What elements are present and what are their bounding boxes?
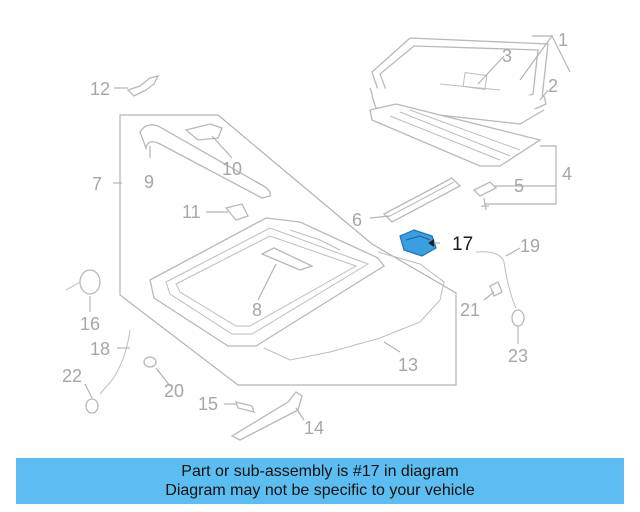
- motor-part-highlighted: [399, 229, 437, 257]
- deflector-part: [139, 124, 271, 199]
- seal-frame-part: [369, 87, 547, 125]
- group-7-boundary: [119, 114, 457, 386]
- callout-8: 8: [252, 300, 262, 320]
- grommet-part: [143, 356, 157, 368]
- callout-12: 12: [90, 79, 110, 99]
- hose-18-part: [99, 329, 131, 395]
- callout-20: 20: [164, 381, 184, 401]
- callout-2: 2: [548, 76, 558, 96]
- deflector-arm-part: [184, 123, 223, 141]
- callout-11: 11: [182, 202, 201, 222]
- bracket-5-part: [472, 181, 498, 197]
- harness-part: [230, 391, 303, 441]
- callout-6: 6: [352, 210, 362, 230]
- leader-lines: [84, 35, 571, 421]
- callout-1: 1: [558, 30, 568, 50]
- parts-diagram: 1 3 2 12 10 4 7 9 5 11 6 17 19 8 21 16 1…: [62, 30, 572, 441]
- bracket-11-part: [224, 203, 249, 221]
- bracket-12-part: [126, 75, 160, 97]
- callout-15: 15: [198, 394, 218, 414]
- cable-13-part: [263, 251, 445, 361]
- callout-19: 19: [520, 236, 540, 256]
- callout-7: 7: [92, 174, 102, 194]
- drain-hose-part: [475, 251, 517, 309]
- info-banner: Part or sub-assembly is #17 in diagram D…: [16, 458, 624, 504]
- callout-13: 13: [398, 355, 418, 375]
- callout-5: 5: [514, 176, 524, 196]
- valve-23-part: [511, 309, 525, 327]
- callout-4: 4: [562, 164, 572, 184]
- callout-18: 18: [90, 339, 110, 359]
- callout-10: 10: [222, 159, 242, 179]
- screw-15-part: [235, 401, 255, 413]
- nozzle-part: [85, 398, 99, 414]
- callout-22: 22: [62, 366, 82, 386]
- callout-14: 14: [304, 418, 324, 438]
- rail-part: [382, 177, 462, 223]
- banner-line-part-number: Part or sub-assembly is #17 in diagram: [181, 463, 459, 480]
- callout-17: 17: [452, 234, 473, 255]
- callout-23: 23: [508, 346, 528, 366]
- callout-16: 16: [80, 314, 100, 334]
- callout-21: 21: [460, 300, 480, 320]
- callout-3: 3: [502, 46, 512, 66]
- callout-9: 9: [144, 172, 154, 192]
- banner-line-disclaimer: Diagram may not be specific to your vehi…: [165, 482, 475, 499]
- sunshade-part: [369, 103, 542, 167]
- switch-part: [65, 269, 101, 295]
